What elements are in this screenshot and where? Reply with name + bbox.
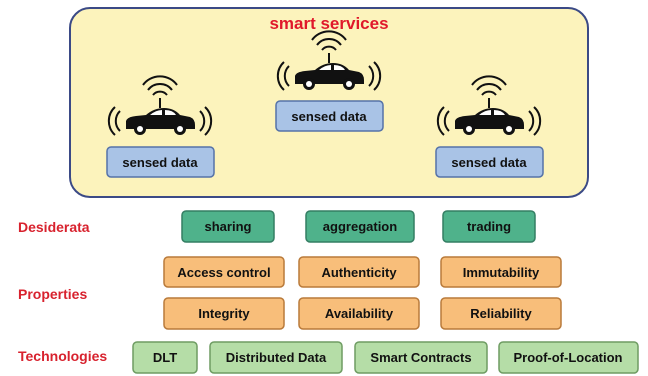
- property-item: Access control: [177, 265, 270, 280]
- desiderata-label: Desiderata: [18, 219, 90, 235]
- desiderata-box: [181, 210, 275, 243]
- property-box: [298, 256, 420, 288]
- sensed-data-label: sensed data: [291, 109, 367, 124]
- desiderata-item: sharing: [205, 219, 252, 234]
- technologies-label: Technologies: [18, 348, 107, 364]
- panel-title: smart services: [269, 14, 388, 33]
- property-box: [440, 297, 562, 330]
- properties-row: Access control Authenticity Immutability…: [163, 256, 562, 330]
- property-item: Reliability: [470, 306, 532, 321]
- technology-item: DLT: [153, 350, 177, 365]
- property-box: [440, 256, 562, 288]
- property-box: [298, 297, 420, 330]
- vehicle-right: sensed data: [435, 75, 544, 178]
- desiderata-box: [442, 210, 536, 243]
- sensed-data-box: [435, 146, 544, 178]
- vehicle-center: sensed data: [275, 30, 384, 132]
- technologies-row: DLT Distributed Data Smart Contracts Pro…: [132, 341, 639, 374]
- technology-item: Smart Contracts: [370, 350, 471, 365]
- technology-box: [354, 341, 488, 374]
- sensed-data-box: [106, 146, 215, 178]
- technology-item: Proof-of-Location: [513, 350, 622, 365]
- property-item: Availability: [325, 306, 394, 321]
- sensed-data-label: sensed data: [451, 155, 527, 170]
- sensed-data-label: sensed data: [122, 155, 198, 170]
- technology-box: [498, 341, 639, 374]
- property-box: [163, 297, 285, 330]
- technology-box: [132, 341, 198, 374]
- desiderata-box: [305, 210, 415, 243]
- technology-item: Distributed Data: [226, 350, 327, 365]
- desiderata-item: trading: [467, 219, 511, 234]
- desiderata-row: sharing aggregation trading: [181, 210, 536, 243]
- property-item: Authenticity: [321, 265, 397, 280]
- desiderata-item: aggregation: [323, 219, 397, 234]
- property-item: Integrity: [198, 306, 250, 321]
- property-box: [163, 256, 285, 288]
- technology-box: [209, 341, 343, 374]
- sensed-data-box: [275, 100, 384, 132]
- vehicle-left: sensed data: [106, 75, 215, 178]
- property-item: Immutability: [463, 265, 540, 280]
- properties-label: Properties: [18, 286, 87, 302]
